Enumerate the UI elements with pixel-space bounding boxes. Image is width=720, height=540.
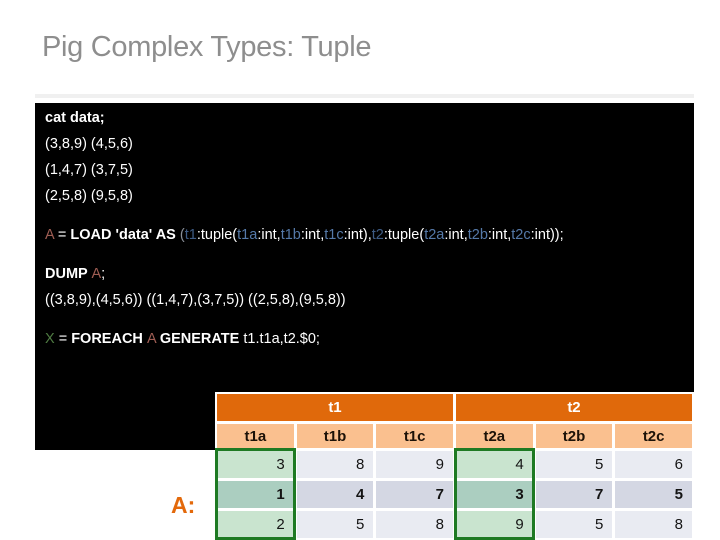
code-token: :tuple( xyxy=(383,227,425,243)
data-cell-t2b-row1: 5 xyxy=(535,451,613,478)
code-token: t1.t1a,t2.$0; xyxy=(243,331,320,347)
data-cell-t1c-row3: 8 xyxy=(376,511,453,538)
code-token: t1b xyxy=(280,227,301,243)
group-header-t2: t2 xyxy=(455,394,692,421)
code-token: t2 xyxy=(371,227,384,243)
foreach-statement: X = FOREACH A GENERATE t1.t1a,t2.$0; xyxy=(45,326,688,352)
data-cell-t1a-row1: 3 xyxy=(217,451,294,478)
code-token: t1a xyxy=(237,227,258,243)
data-line-2: (1,4,7) (3,7,5) xyxy=(45,157,688,183)
code-token: :int)); xyxy=(530,227,564,243)
page-title: Pig Complex Types: Tuple xyxy=(42,31,372,63)
data-cell-t2c-row1: 6 xyxy=(615,451,692,478)
code-spacer xyxy=(45,248,688,261)
column-header-t2b: t2b xyxy=(535,424,613,448)
code-token: :int, xyxy=(257,227,281,243)
load-statement: A = LOAD 'data' AS (t1:tuple(t1a:int,t1b… xyxy=(45,222,688,248)
code-token: (1,4,7) (3,7,5) xyxy=(45,162,133,178)
data-cell-t2a-row2: 3 xyxy=(455,481,533,508)
group-header-t1: t1 xyxy=(217,394,453,421)
data-cell-t2c-row3: 8 xyxy=(615,511,692,538)
column-header-t2c: t2c xyxy=(615,424,692,448)
code-token: :int, xyxy=(444,227,468,243)
code-token: (2,5,8) (9,5,8) xyxy=(45,188,133,204)
code-token: (3,8,9) (4,5,6) xyxy=(45,136,133,152)
code-token: GENERATE xyxy=(159,331,244,347)
column-header-t2a: t2a xyxy=(455,424,533,448)
result-label: A: xyxy=(171,492,196,518)
code-token: t1 xyxy=(184,227,197,243)
code-token: t2b xyxy=(467,227,488,243)
data-cell-t2c-row2: 5 xyxy=(615,481,692,508)
code-token: t2a xyxy=(424,227,445,243)
cat-command: cat data; xyxy=(45,105,688,131)
data-cell-t1b-row3: 5 xyxy=(296,511,374,538)
column-header-t1b: t1b xyxy=(296,424,374,448)
code-token: A xyxy=(146,331,156,347)
code-token: ( xyxy=(179,227,185,243)
data-cell-t1c-row2: 7 xyxy=(376,481,453,508)
code-token: ((3,8,9),(4,5,6)) ((1,4,7),(3,7,5)) ((2,… xyxy=(45,292,346,308)
code-token: X xyxy=(45,331,55,347)
data-cell-t1b-row2: 4 xyxy=(296,481,374,508)
data-line-1: (3,8,9) (4,5,6) xyxy=(45,131,688,157)
code-token: t1c xyxy=(324,227,344,243)
column-header-t1a: t1a xyxy=(217,424,294,448)
code-token: :int, xyxy=(487,227,512,243)
data-cell-t2a-row1: 4 xyxy=(455,451,533,478)
dump-statement: DUMP A; xyxy=(45,261,688,287)
data-cell-t2a-row3: 9 xyxy=(455,511,533,538)
code-token: A xyxy=(91,266,102,282)
code-token: cat data; xyxy=(45,110,105,126)
code-token: :int), xyxy=(343,227,372,243)
code-token: FOREACH xyxy=(71,331,147,347)
code-token: t2c xyxy=(511,227,531,243)
code-token: :int, xyxy=(300,227,325,243)
code-token: = xyxy=(54,331,72,347)
column-header-t1c: t1c xyxy=(376,424,453,448)
code-token: LOAD 'data' AS xyxy=(70,227,180,243)
dump-output: ((3,8,9),(4,5,6)) ((1,4,7),(3,7,5)) ((2,… xyxy=(45,287,688,313)
code-spacer xyxy=(45,209,688,222)
data-cell-t1c-row1: 9 xyxy=(376,451,453,478)
code-spacer xyxy=(45,313,688,326)
data-line-3: (2,5,8) (9,5,8) xyxy=(45,183,688,209)
data-cell-t1a-row3: 2 xyxy=(217,511,294,538)
data-cell-t1b-row1: 8 xyxy=(296,451,374,478)
code-token: A xyxy=(45,227,54,243)
code-token: ; xyxy=(101,266,106,282)
code-token: :tuple( xyxy=(196,227,238,243)
data-cell-t2b-row2: 7 xyxy=(535,481,613,508)
data-cell-t1a-row2: 1 xyxy=(217,481,294,508)
code-token: DUMP xyxy=(45,266,92,282)
code-token: = xyxy=(53,227,71,243)
title-divider xyxy=(35,94,694,98)
data-cell-t2b-row3: 5 xyxy=(535,511,613,538)
